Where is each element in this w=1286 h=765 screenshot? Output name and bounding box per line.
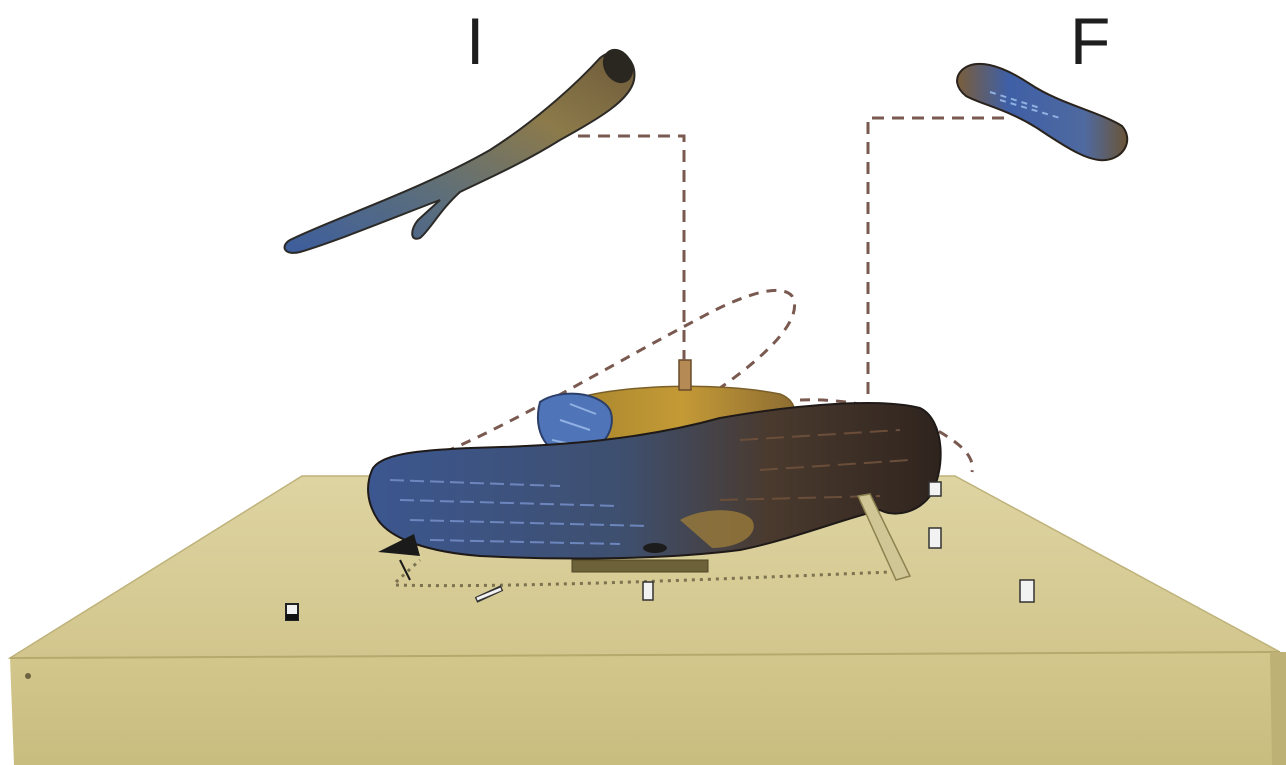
leader-lines [578, 118, 1004, 398]
label-i: I [466, 8, 484, 74]
fragment-f-icon [957, 64, 1127, 160]
peg-5 [929, 482, 941, 496]
peg-3 [929, 528, 941, 548]
peg-1 [286, 604, 298, 620]
peg-2 [643, 582, 653, 600]
attachment-stake [679, 360, 691, 390]
peg-4 [1020, 580, 1034, 602]
label-f: F [1070, 8, 1110, 74]
fragment-i-icon [285, 43, 640, 253]
